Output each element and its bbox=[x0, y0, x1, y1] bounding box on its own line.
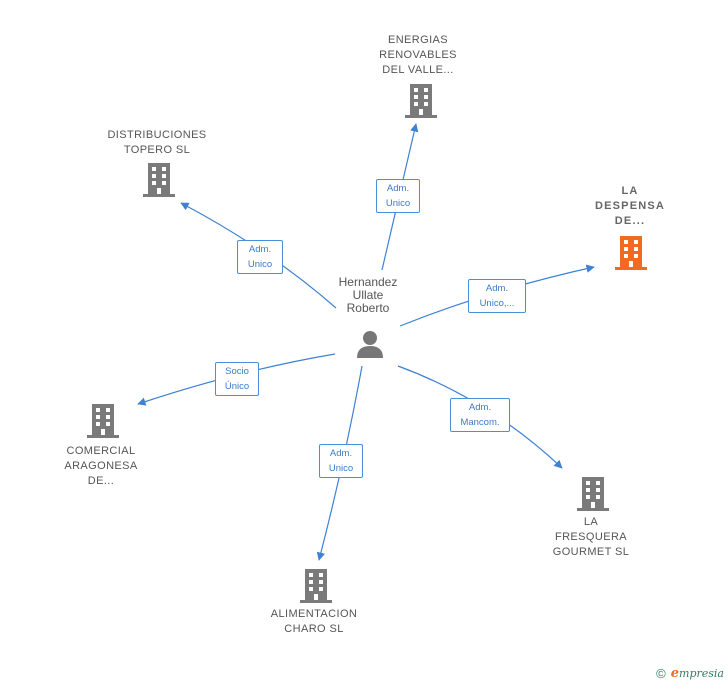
brand-name: mpresia bbox=[679, 667, 724, 680]
relation-label-fresquera[interactable]: Adm. Mancom. bbox=[450, 398, 510, 432]
company-label-energias[interactable]: ENERGIAS RENOVABLES DEL VALLE... bbox=[379, 34, 457, 76]
building-icon[interactable] bbox=[577, 477, 609, 511]
company-label-alimentacion[interactable]: ALIMENTACION CHARO SL bbox=[270, 608, 358, 635]
building-icon[interactable] bbox=[405, 84, 437, 118]
company-label-fresquera[interactable]: LA FRESQUERA GOURMET SL bbox=[552, 516, 630, 558]
person-name[interactable]: Hernandez Ullate Roberto bbox=[338, 275, 398, 315]
copyright-icon: © bbox=[656, 666, 666, 681]
company-label-distribuciones[interactable]: DISTRIBUCIONES TOPERO SL bbox=[107, 129, 207, 156]
building-icon[interactable] bbox=[87, 404, 119, 438]
building-icon-highlight[interactable] bbox=[615, 236, 647, 270]
brand-footer[interactable]: © empresia bbox=[656, 666, 724, 681]
brand-logo[interactable]: empresia bbox=[671, 666, 724, 681]
relation-label-distribuciones[interactable]: Adm. Unico bbox=[237, 240, 283, 274]
brand-initial: e bbox=[670, 666, 680, 681]
relation-label-alimentacion[interactable]: Adm. Unico bbox=[319, 444, 363, 478]
building-icon[interactable] bbox=[300, 569, 332, 603]
company-label-comercial[interactable]: COMERCIAL ARAGONESA DE... bbox=[64, 445, 138, 487]
building-icon[interactable] bbox=[143, 163, 175, 197]
relation-label-comercial[interactable]: Socio Único bbox=[215, 362, 259, 396]
relation-label-energias[interactable]: Adm. Unico bbox=[376, 179, 420, 213]
relation-label-despensa[interactable]: Adm. Unico,... bbox=[468, 279, 526, 313]
company-label-despensa[interactable]: LA DESPENSA DE... bbox=[594, 185, 666, 227]
person-icon[interactable] bbox=[355, 330, 385, 358]
